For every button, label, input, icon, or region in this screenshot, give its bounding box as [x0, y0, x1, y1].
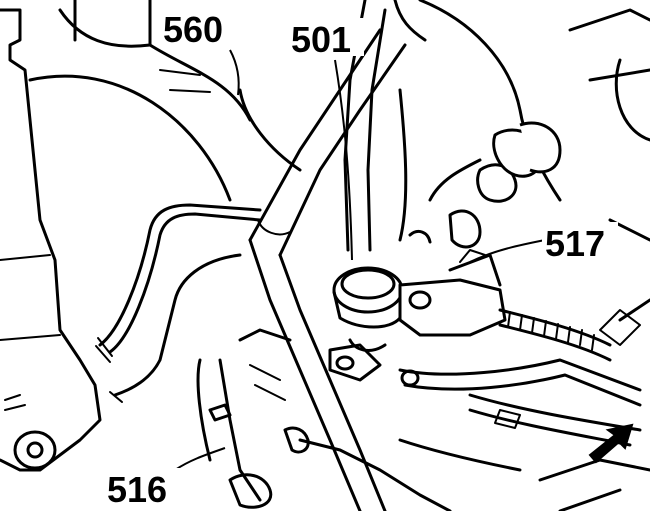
- diagonal-hose: [248, 28, 407, 511]
- direction-arrow-icon: [588, 423, 634, 464]
- callout-560: 560: [163, 9, 223, 50]
- reservoir-tank: [0, 8, 102, 472]
- hand: [398, 0, 562, 249]
- callout-501: 501: [291, 19, 351, 60]
- leader-501: [334, 59, 353, 261]
- curved-housing: [28, 0, 302, 202]
- leader-516: [174, 447, 226, 471]
- callout-516: 516: [107, 469, 167, 510]
- callout-labels: 560 501 517 516: [104, 8, 618, 510]
- fluid-line: [95, 203, 262, 403]
- leader-560: [229, 49, 240, 96]
- engine-block: [196, 328, 650, 511]
- callout-517: 517: [545, 223, 605, 264]
- leader-lines: [174, 49, 546, 471]
- central-pump: [328, 249, 507, 382]
- leader-517: [469, 239, 546, 263]
- right-components: [568, 8, 650, 346]
- wiring-harness: [398, 308, 642, 447]
